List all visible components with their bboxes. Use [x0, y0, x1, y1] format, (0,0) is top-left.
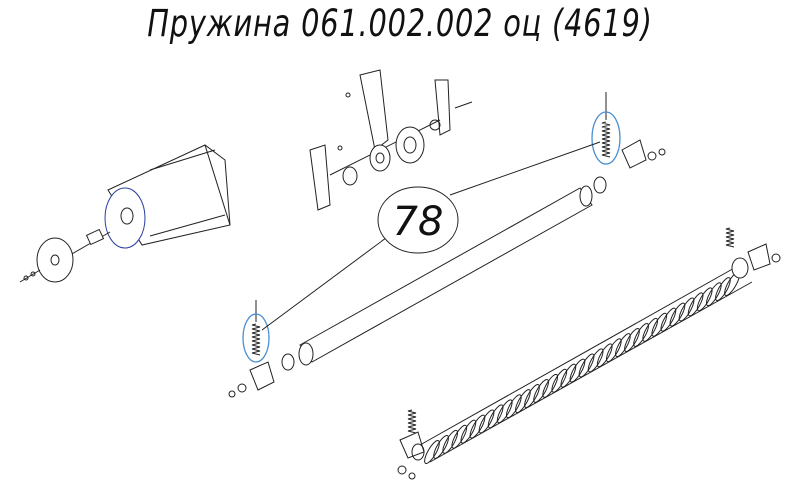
callout-leader-right: [449, 141, 601, 196]
smooth-shaft: [281, 176, 607, 371]
callout-bubble: 78: [377, 186, 459, 254]
lever-parts: [228, 139, 781, 480]
callout-label: 78: [393, 199, 444, 245]
spring-highlight-left: [242, 313, 270, 363]
auger-shaft: [411, 257, 753, 464]
page-title: Пружина 061.002.002 оц (4619): [147, 2, 653, 45]
spring-far-right: [725, 227, 735, 248]
spring-highlight-top: [591, 111, 621, 165]
callout-leader-left: [261, 234, 391, 331]
spring-bottom: [407, 409, 417, 434]
spring-top-right: [601, 92, 611, 158]
bracket-assembly: [309, 69, 473, 211]
drum-assembly: [19, 144, 231, 283]
spring-left: [251, 300, 261, 356]
